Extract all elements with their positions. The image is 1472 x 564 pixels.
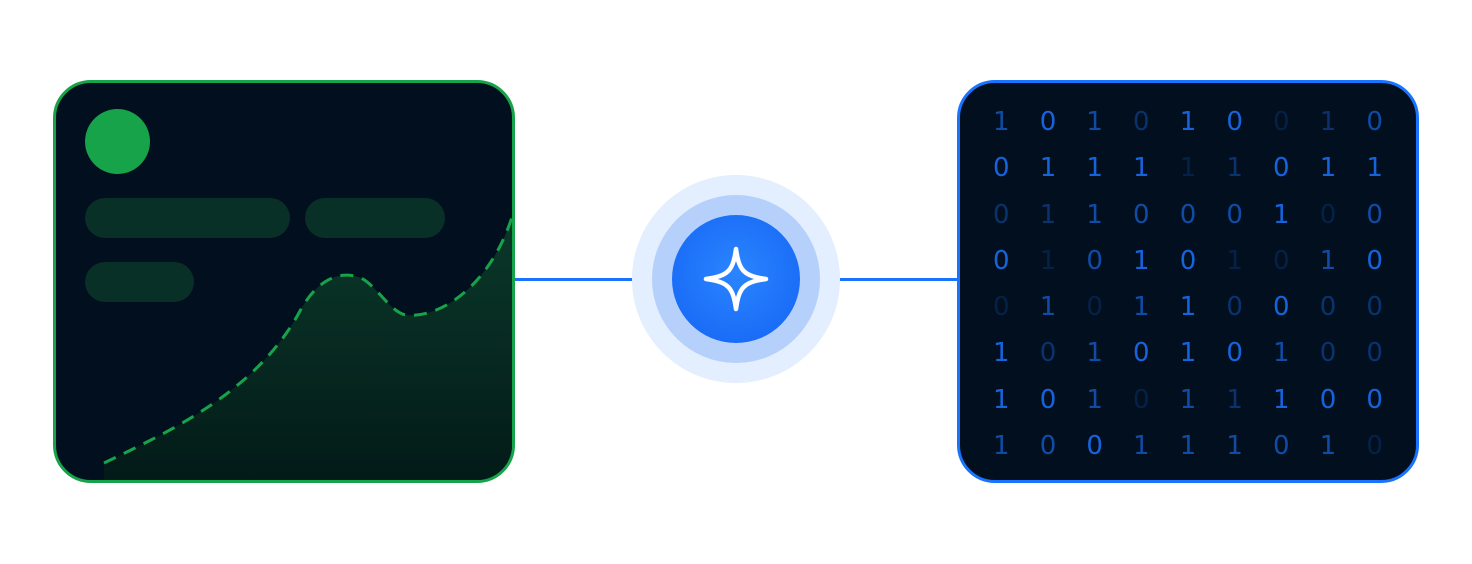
placeholder-bar xyxy=(85,198,290,238)
binary-digit: 1 xyxy=(1319,430,1337,461)
binary-digit: 0 xyxy=(1273,292,1290,323)
binary-digit: 0 xyxy=(1366,245,1383,276)
binary-digit: 0 xyxy=(1133,338,1150,369)
chart-area-fill xyxy=(104,216,512,480)
binary-digit: 1 xyxy=(1086,199,1103,230)
binary-digit: 0 xyxy=(1133,107,1150,138)
binary-data-card: 1 0 1 0 1 0 0 1 0 0 1 1 1 1 1 0 1 1 0 1 … xyxy=(957,80,1419,483)
binary-digit: 1 xyxy=(1226,384,1243,415)
binary-digit: 0 xyxy=(1319,384,1337,415)
binary-digit: 1 xyxy=(1179,292,1197,323)
binary-digit: 0 xyxy=(1366,199,1383,230)
binary-digit: 0 xyxy=(1039,107,1057,138)
binary-digit: 1 xyxy=(993,430,1010,461)
binary-digit: 1 xyxy=(1179,107,1197,138)
binary-digit: 0 xyxy=(1366,338,1383,369)
avatar xyxy=(85,109,150,174)
area-chart xyxy=(103,211,512,480)
binary-digit: 0 xyxy=(1366,430,1383,461)
binary-digit: 1 xyxy=(993,338,1010,369)
binary-digit: 1 xyxy=(1039,153,1057,184)
binary-digit: 1 xyxy=(1319,107,1337,138)
binary-digit: 1 xyxy=(1086,107,1103,138)
binary-digit: 1 xyxy=(1039,245,1057,276)
binary-digit: 0 xyxy=(1273,107,1290,138)
binary-digit: 0 xyxy=(1086,292,1103,323)
binary-digit: 1 xyxy=(1086,153,1103,184)
binary-digit: 0 xyxy=(993,153,1010,184)
placeholder-bar xyxy=(85,262,194,302)
binary-digit: 0 xyxy=(993,199,1010,230)
sparkle-icon xyxy=(703,246,769,312)
binary-digit: 0 xyxy=(1366,384,1383,415)
binary-digit: 0 xyxy=(1039,338,1057,369)
binary-digit: 0 xyxy=(1086,245,1103,276)
binary-digit: 0 xyxy=(1133,199,1150,230)
binary-digit: 0 xyxy=(1319,292,1337,323)
binary-digit: 1 xyxy=(1319,245,1337,276)
binary-digit: 1 xyxy=(1319,153,1337,184)
binary-digit: 1 xyxy=(1133,430,1150,461)
binary-digit: 0 xyxy=(1179,199,1197,230)
analytics-card xyxy=(53,80,515,483)
binary-digit: 1 xyxy=(1226,245,1243,276)
binary-digit: 0 xyxy=(993,292,1010,323)
binary-digit: 1 xyxy=(1086,384,1103,415)
binary-digit: 1 xyxy=(1273,384,1290,415)
binary-digit: 1 xyxy=(1133,245,1150,276)
binary-digit: 0 xyxy=(1319,338,1337,369)
binary-grid: 1 0 1 0 1 0 0 1 0 0 1 1 1 1 1 0 1 1 0 1 … xyxy=(978,99,1398,469)
binary-digit: 0 xyxy=(1133,384,1150,415)
binary-digit: 1 xyxy=(993,107,1010,138)
binary-digit: 1 xyxy=(1366,153,1383,184)
binary-digit: 0 xyxy=(1273,430,1290,461)
binary-digit: 1 xyxy=(1039,199,1057,230)
binary-digit: 0 xyxy=(1226,199,1243,230)
binary-digit: 1 xyxy=(1133,292,1150,323)
binary-digit: 0 xyxy=(1366,107,1383,138)
chart-trend-line xyxy=(103,211,512,465)
binary-digit: 1 xyxy=(1086,338,1103,369)
connector-line xyxy=(797,278,957,281)
binary-digit: 1 xyxy=(1179,430,1197,461)
binary-digit: 0 xyxy=(1319,199,1337,230)
binary-digit: 1 xyxy=(1273,199,1290,230)
binary-digit: 1 xyxy=(993,384,1010,415)
placeholder-bar xyxy=(305,198,445,238)
binary-digit: 0 xyxy=(1039,384,1057,415)
connector-line xyxy=(515,278,675,281)
binary-digit: 0 xyxy=(1226,292,1243,323)
binary-digit: 0 xyxy=(1273,153,1290,184)
binary-digit: 1 xyxy=(1273,338,1290,369)
binary-digit: 0 xyxy=(1086,430,1103,461)
binary-digit: 1 xyxy=(1179,384,1197,415)
binary-digit: 1 xyxy=(1226,430,1243,461)
binary-digit: 1 xyxy=(1039,292,1057,323)
binary-digit: 0 xyxy=(1179,245,1197,276)
binary-digit: 0 xyxy=(1366,292,1383,323)
binary-digit: 1 xyxy=(1179,153,1197,184)
hub-node xyxy=(672,215,800,343)
binary-digit: 0 xyxy=(1226,107,1243,138)
binary-digit: 1 xyxy=(1179,338,1197,369)
binary-digit: 0 xyxy=(1039,430,1057,461)
binary-digit: 1 xyxy=(1226,153,1243,184)
binary-digit: 0 xyxy=(993,245,1010,276)
binary-digit: 0 xyxy=(1226,338,1243,369)
binary-digit: 1 xyxy=(1133,153,1150,184)
binary-digit: 0 xyxy=(1273,245,1290,276)
